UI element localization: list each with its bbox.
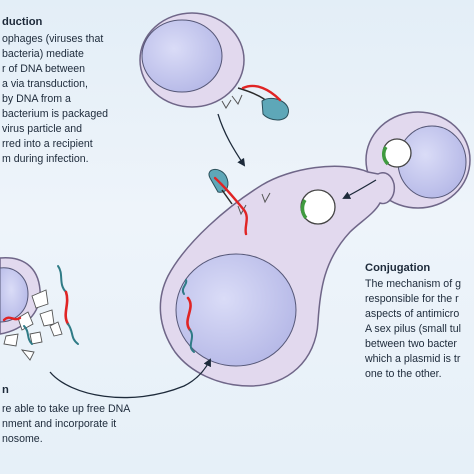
transformation-heading: n: [2, 384, 9, 396]
transduction-heading: duction: [2, 16, 43, 28]
transduction-line-2: bacteria) mediate: [2, 48, 84, 60]
conjugation-line-2: responsible for the r: [365, 293, 459, 305]
transduction-line-8: rred into a recipient: [2, 138, 93, 150]
lysed-cell: [0, 257, 41, 335]
conjugation-line-1: The mechanism of g: [365, 278, 461, 290]
integrated-dna: [181, 279, 195, 353]
conjugation-arrow: [342, 179, 377, 199]
transduction-line-4: a via transduction,: [2, 78, 88, 90]
conjugation-line-5: between two bacter: [365, 338, 457, 350]
transduction-arrow: [217, 113, 246, 167]
recipient-cell: [159, 165, 396, 387]
transformation-line-3: nosome.: [2, 433, 43, 445]
conjugation-line-7: one to the other.: [365, 368, 442, 380]
transformation-line-2: nment and incorporate it: [2, 418, 117, 430]
donor-cell-top: [139, 12, 245, 109]
transduction-line-1: ophages (viruses that: [2, 33, 104, 45]
transduction-line-6: bacterium is packaged: [2, 108, 108, 120]
transduction-line-3: r of DNA between: [2, 63, 86, 75]
infecting-phage-icon: [208, 169, 233, 205]
phage-dna-strand: [241, 84, 282, 102]
transduction-line-7: virus particle and: [2, 123, 83, 135]
conjugation-line-4: A sex pilus (small tul: [365, 323, 461, 335]
phage-icon: [237, 87, 289, 121]
cell-debris: [3, 289, 63, 361]
free-dna-fragments: [2, 265, 79, 345]
injected-dna-strand: [213, 176, 248, 236]
conjugation-heading: Conjugation: [365, 262, 431, 274]
transformation-arrow: [49, 358, 211, 399]
transduction-line-9: m during infection.: [2, 153, 89, 165]
conjugation-line-3: aspects of antimicro: [365, 308, 460, 320]
conjugation-line-6: which a plasmid is tr: [365, 353, 461, 365]
transduction-line-5: by DNA from a: [2, 93, 71, 105]
transformation-line-1: re able to take up free DNA: [2, 403, 131, 415]
